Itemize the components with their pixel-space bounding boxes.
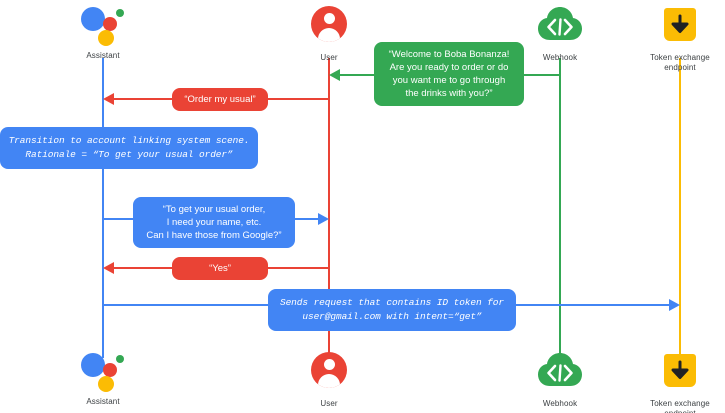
actor-label-token-endpoint-bottom: Token exchange endpoint: [650, 399, 710, 413]
assistant-dot-green: [116, 355, 124, 363]
actor-webhook-bottom[interactable]: Webhook: [500, 350, 620, 409]
note-bubble-transition[interactable]: Transition to account linking system sce…: [0, 127, 258, 169]
message-text-order-my-usual: “Order my usual”: [184, 94, 256, 105]
assistant-dot-yellow: [98, 376, 114, 392]
arrow-head-sends-request: [669, 299, 680, 311]
message-text-welcome: “Welcome to Boba Bonanza! Are you ready …: [388, 49, 510, 99]
assistant-dot-blue: [81, 7, 105, 31]
arrow-head-yes: [103, 262, 114, 274]
assistant-dot-yellow: [98, 30, 114, 46]
user-avatar-icon: [269, 352, 389, 396]
actor-label-webhook-bottom: Webhook: [542, 399, 578, 408]
actor-label-assistant-bottom: Assistant: [86, 397, 120, 406]
assistant-dot-red: [103, 363, 117, 377]
actor-label-user-top: User: [320, 53, 338, 62]
lifeline-assistant: [102, 58, 104, 358]
message-text-yes: “Yes”: [209, 263, 231, 274]
actor-token-endpoint-top[interactable]: Token exchange endpoint: [620, 4, 725, 73]
actor-token-endpoint-bottom[interactable]: Token exchange endpoint: [620, 350, 725, 413]
note-text-transition: Transition to account linking system sce…: [8, 135, 250, 160]
actor-label-webhook-top: Webhook: [542, 53, 578, 62]
actor-assistant-top[interactable]: Assistant: [43, 4, 163, 61]
user-head-shape: [323, 359, 335, 370]
actor-label-user-bottom: User: [320, 399, 338, 408]
download-box-icon: [620, 6, 725, 50]
message-text-sends-request: Sends request that contains ID token for…: [279, 297, 505, 322]
message-text-need-your-name: “To get your usual order, I need your na…: [146, 204, 282, 241]
message-bubble-need-your-name[interactable]: “To get your usual order, I need your na…: [133, 197, 295, 248]
arrow-head-need-your-name: [318, 213, 329, 225]
message-bubble-welcome[interactable]: “Welcome to Boba Bonanza! Are you ready …: [374, 42, 524, 106]
actor-label-token-endpoint-top: Token exchange endpoint: [650, 53, 710, 72]
lifeline-token-endpoint: [679, 58, 681, 358]
assistant-dot-red: [103, 17, 117, 31]
message-bubble-order-my-usual[interactable]: “Order my usual”: [172, 88, 268, 111]
google-assistant-icon: [43, 350, 163, 394]
actor-user-bottom[interactable]: User: [269, 350, 389, 409]
actor-webhook-top[interactable]: Webhook: [500, 4, 620, 63]
user-head-shape: [323, 13, 335, 24]
google-assistant-icon: [43, 4, 163, 48]
user-avatar-icon: [269, 6, 389, 50]
actor-assistant-bottom[interactable]: Assistant: [43, 350, 163, 407]
actor-user-top[interactable]: User: [269, 4, 389, 63]
arrow-head-welcome: [329, 69, 340, 81]
message-bubble-sends-request[interactable]: Sends request that contains ID token for…: [268, 289, 516, 331]
cloud-code-icon: [500, 6, 620, 50]
download-box-icon: [620, 352, 725, 396]
user-body-shape: [318, 28, 340, 42]
user-body-shape: [318, 374, 340, 388]
message-bubble-yes[interactable]: “Yes”: [172, 257, 268, 280]
lifeline-user: [328, 58, 330, 358]
lifeline-webhook: [559, 58, 561, 358]
arrow-head-order-my-usual: [103, 93, 114, 105]
assistant-dot-green: [116, 9, 124, 17]
assistant-dot-blue: [81, 353, 105, 377]
actor-label-assistant-top: Assistant: [86, 51, 120, 60]
cloud-code-icon: [500, 352, 620, 396]
